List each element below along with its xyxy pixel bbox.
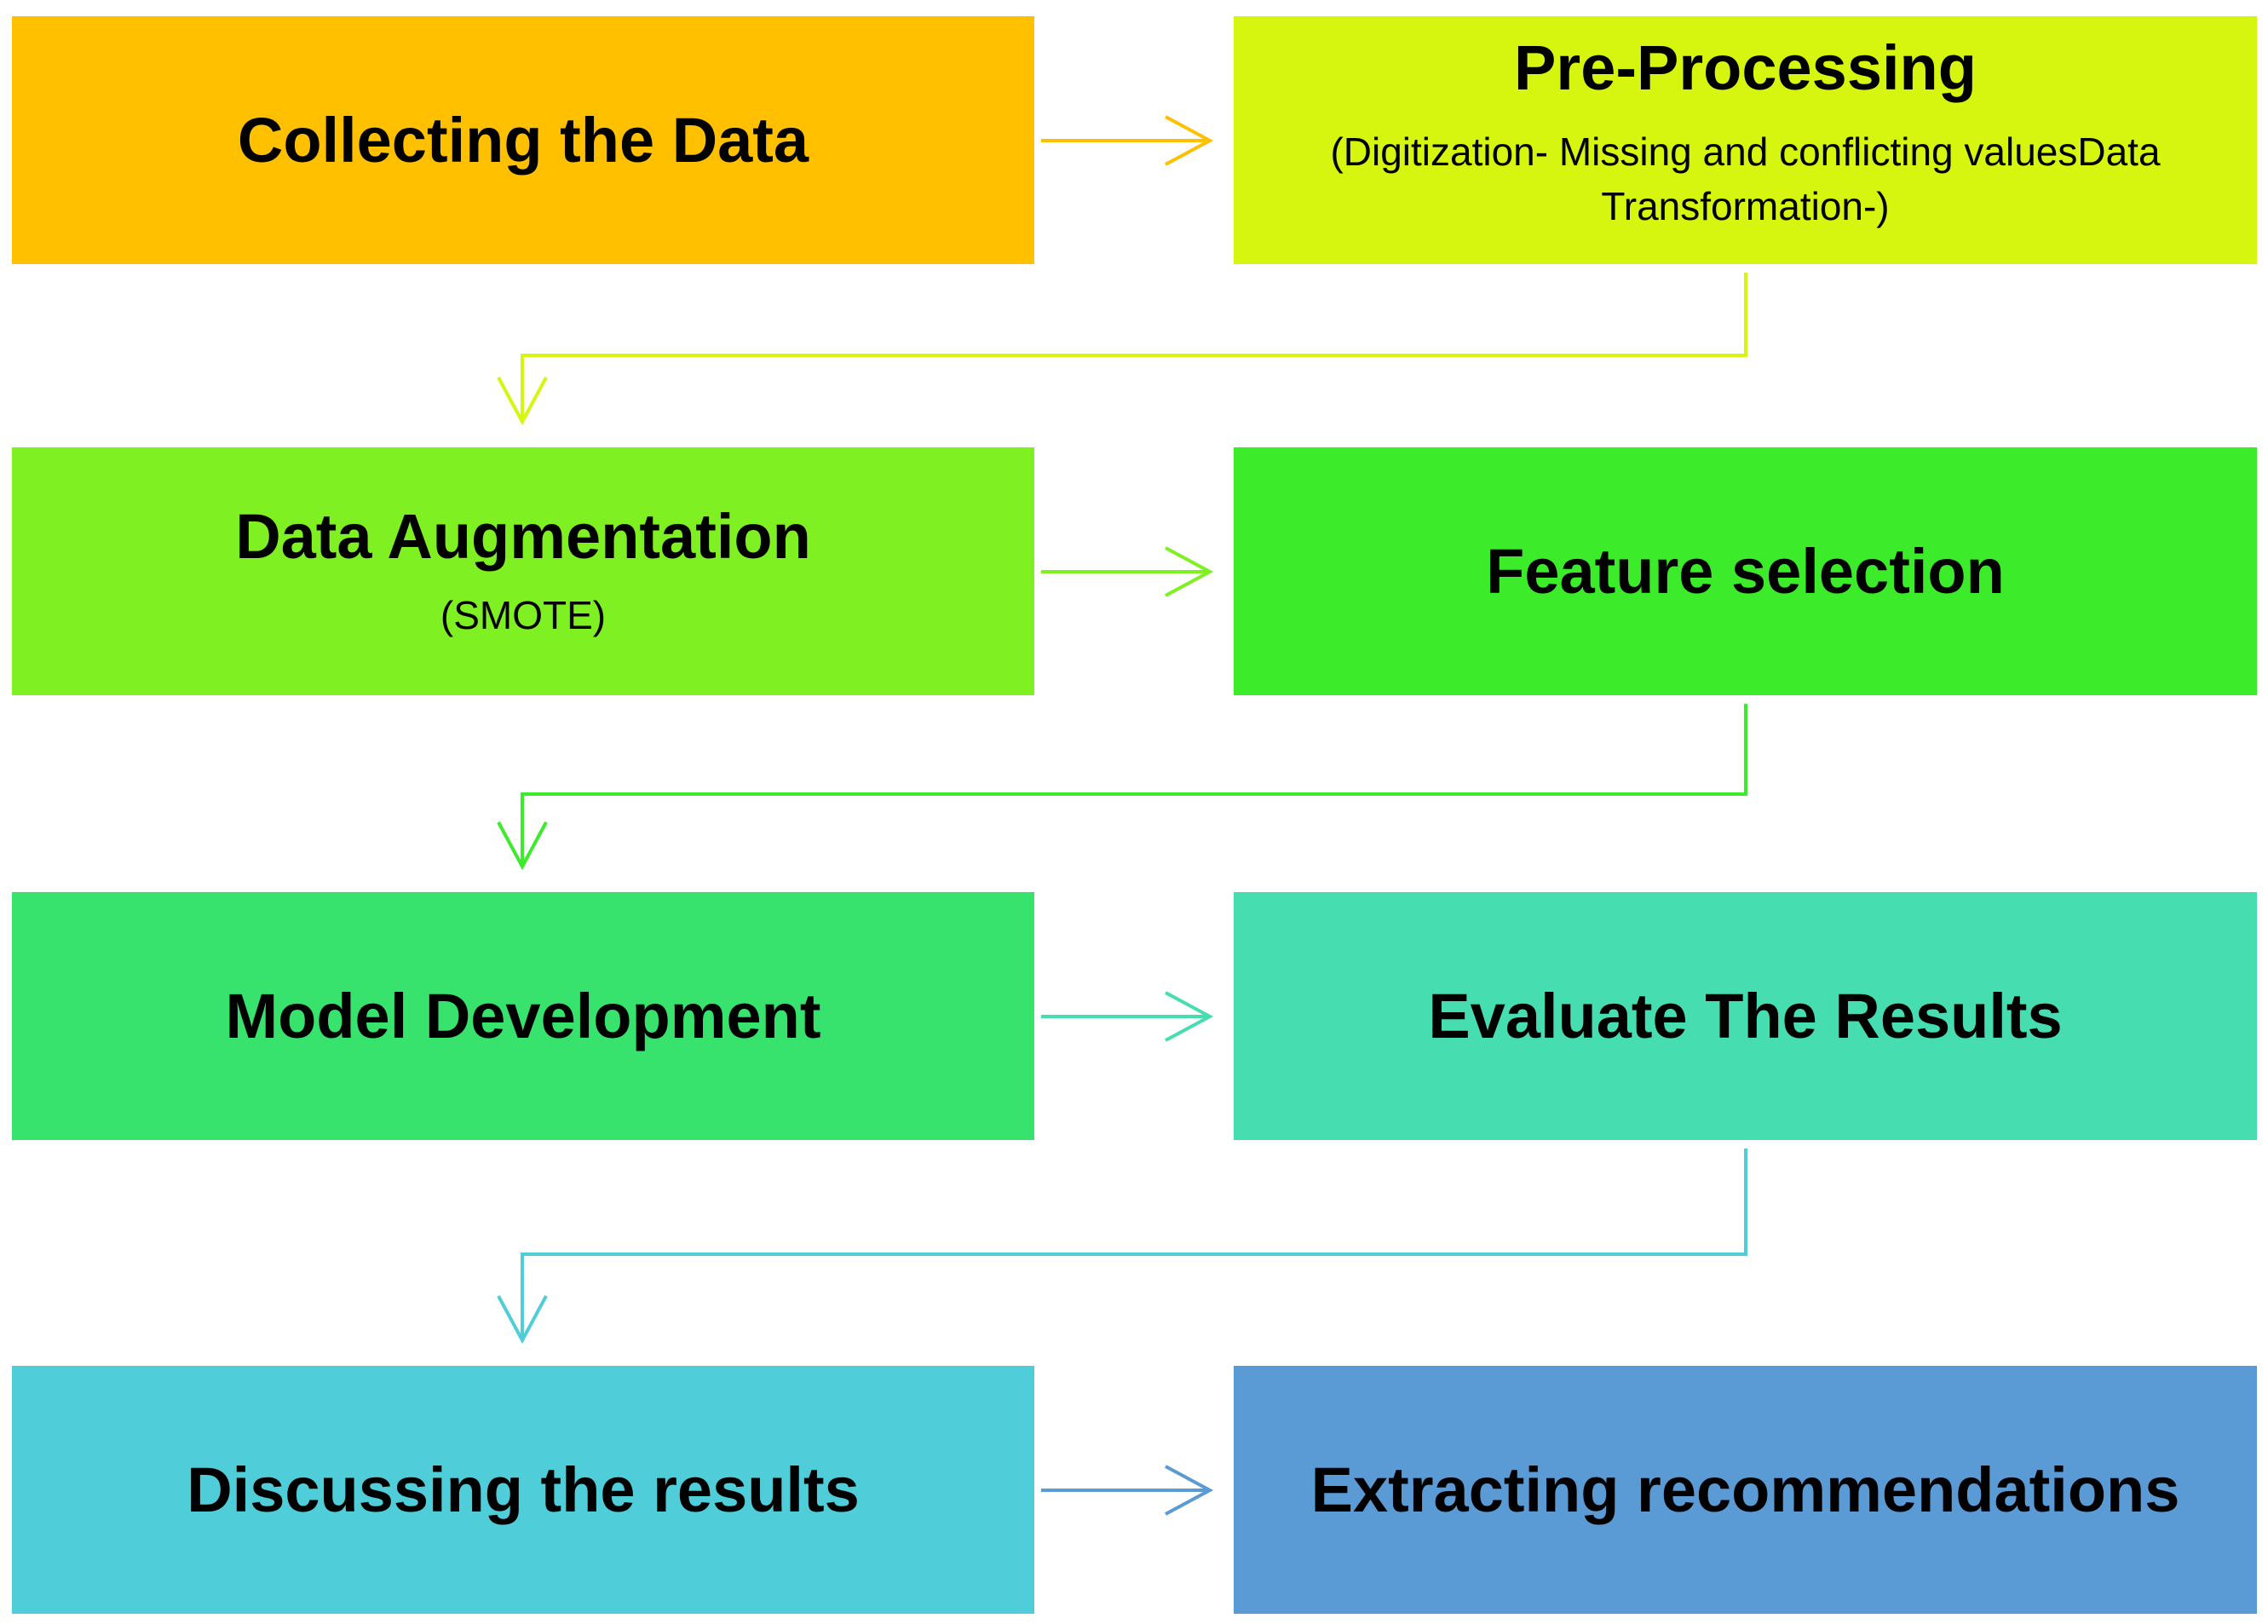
step-feature-selection: Feature selection	[1234, 447, 2257, 695]
step-subtitle: (SMOTE)	[440, 592, 607, 637]
step-subtitle: (Digitization- Missing and conflicting v…	[1330, 130, 2161, 229]
step-title: Data Augmentation	[235, 500, 811, 572]
step-data-augmentation: Data Augmentation (SMOTE)	[12, 447, 1034, 695]
step-title: Pre-Processing	[1514, 32, 1977, 103]
step-title: Feature selection	[1486, 535, 2005, 607]
step-title: Discussing the results	[187, 1454, 860, 1525]
arrow-feature-selection-to-model	[497, 704, 1747, 871]
arrow-augmentation-to-feature-selection	[1041, 546, 1214, 597]
step-collecting-the-data: Collecting the Data	[12, 16, 1034, 264]
arrow-preprocessing-to-augmentation	[497, 273, 1747, 426]
step-pre-processing: Pre-Processing (Digitization- Missing an…	[1234, 16, 2257, 264]
step-title: Collecting the Data	[237, 104, 809, 176]
arrow-discussing-to-extracting	[1041, 1465, 1214, 1516]
step-extracting-recommendations: Extracting recommendations	[1234, 1366, 2257, 1614]
step-title: Model Development	[225, 980, 821, 1051]
arrow-collecting-to-preprocessing	[1041, 115, 1214, 166]
step-evaluate-the-results: Evaluate The Results	[1234, 892, 2257, 1140]
step-model-development: Model Development	[12, 892, 1034, 1140]
arrow-evaluate-to-discussing	[497, 1149, 1747, 1345]
step-title: Evaluate The Results	[1428, 980, 2063, 1051]
step-title: Extracting recommendations	[1310, 1454, 2180, 1525]
arrow-model-to-evaluate	[1041, 991, 1214, 1042]
step-discussing-the-results: Discussing the results	[12, 1366, 1034, 1614]
